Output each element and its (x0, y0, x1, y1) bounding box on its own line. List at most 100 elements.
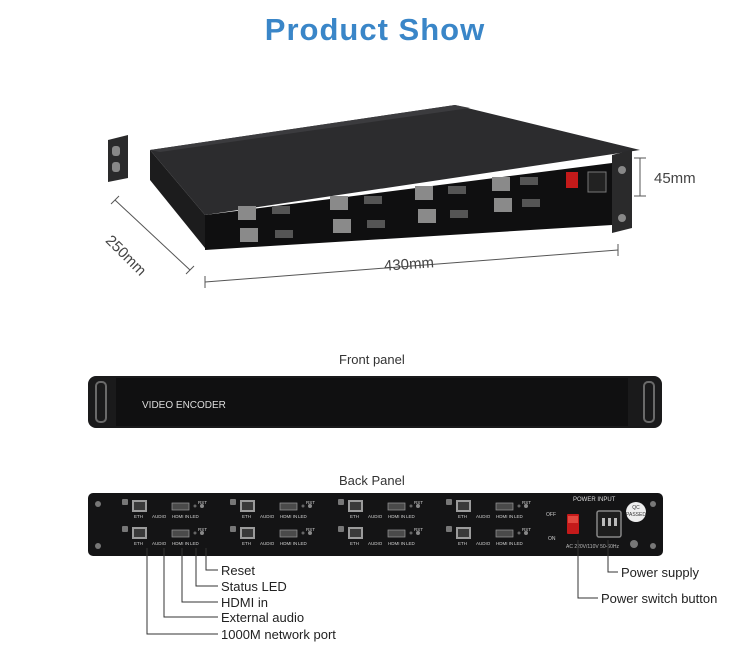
hdmi-label: HDMI IN (172, 514, 189, 519)
back-panel-label: Back Panel (339, 473, 405, 488)
page-title: Product Show (264, 12, 486, 47)
ethernet-port-socket (134, 502, 145, 510)
led-label: LED (406, 514, 416, 519)
reset-button (524, 531, 528, 535)
reset-button (200, 504, 204, 508)
audio-jack (122, 526, 128, 532)
eth-label: ETH (242, 514, 251, 519)
chassis-side (150, 150, 205, 248)
rst-label: RST (414, 500, 423, 505)
audio-label: AUDIO (476, 541, 491, 546)
ethernet-port-socket (458, 502, 469, 510)
power-socket-pin (608, 518, 611, 526)
hdmi-label: HDMI IN (280, 514, 297, 519)
hdmi-label: HDMI IN (172, 541, 189, 546)
audio-jack (446, 499, 452, 505)
reset-button (308, 504, 312, 508)
rst-label: RST (414, 527, 423, 532)
height-label: 45mm (654, 170, 696, 187)
eth-label: ETH (350, 541, 359, 546)
reset-button (200, 531, 204, 535)
led-label: LED (298, 541, 308, 546)
status-led (517, 531, 521, 535)
reset-button (416, 504, 420, 508)
status-led (517, 504, 521, 508)
hdmi-port (279, 529, 298, 538)
hdmi-port (387, 529, 406, 538)
hdmi-port (495, 529, 514, 538)
led-label: LED (190, 541, 200, 546)
power-switch-iso (566, 172, 578, 188)
rst-label: RST (522, 527, 531, 532)
hdmi-label: HDMI IN (388, 514, 405, 519)
ethernet-port-socket (242, 502, 253, 510)
reset-button (416, 531, 420, 535)
callout-power-supply: Power supply (621, 565, 700, 580)
rst-label: RST (306, 527, 315, 532)
power-socket-pin (614, 518, 617, 526)
eth-label: ETH (458, 541, 467, 546)
ground-screw (630, 540, 638, 548)
audio-label: AUDIO (260, 514, 275, 519)
back-panel (88, 493, 663, 556)
audio-jack (122, 499, 128, 505)
status-led (193, 531, 197, 535)
callout-power-switch: Power switch button (601, 591, 718, 606)
hdmi-port (387, 502, 406, 511)
eth-label: ETH (458, 514, 467, 519)
callout-network-port: 1000M network port (221, 627, 336, 642)
ethernet-port-socket (350, 529, 361, 537)
audio-label: AUDIO (368, 514, 383, 519)
power-rating: AC 220V/110V 50-60Hz (566, 544, 619, 550)
hdmi-port (171, 529, 190, 538)
audio-jack (230, 526, 236, 532)
callout-reset: Reset (221, 563, 255, 578)
ethernet-port-socket (134, 529, 145, 537)
eth-label: ETH (242, 541, 251, 546)
audio-label: AUDIO (476, 514, 491, 519)
power-input-label: POWER INPUT (573, 497, 616, 503)
switch-on-label: ON (548, 536, 556, 542)
callout-status-led: Status LED (221, 579, 287, 594)
ethernet-port-socket (242, 529, 253, 537)
audio-jack (338, 526, 344, 532)
reset-button (308, 531, 312, 535)
rst-label: RST (198, 527, 207, 532)
chassis-back-face (205, 163, 612, 250)
power-switch-highlight (568, 516, 578, 523)
audio-label: AUDIO (152, 541, 167, 546)
eth-label: ETH (134, 541, 143, 546)
hdmi-port (171, 502, 190, 511)
rst-label: RST (306, 500, 315, 505)
hdmi-label: HDMI IN (496, 541, 513, 546)
hdmi-label: HDMI IN (388, 541, 405, 546)
power-socket-pin (602, 518, 605, 526)
rack-ear-right (612, 150, 632, 233)
hdmi-label: HDMI IN (280, 541, 297, 546)
audio-label: AUDIO (260, 541, 275, 546)
status-led (193, 504, 197, 508)
eth-label: ETH (350, 514, 359, 519)
status-led (301, 504, 305, 508)
status-led (301, 531, 305, 535)
front-panel-text: VIDEO ENCODER (142, 400, 226, 411)
callout-external-audio: External audio (221, 610, 305, 625)
callout-hdmi-in: HDMI in (221, 595, 268, 610)
hdmi-label: HDMI IN (496, 514, 513, 519)
audio-label: AUDIO (368, 541, 383, 546)
reset-button (524, 504, 528, 508)
led-label: LED (514, 541, 524, 546)
qc-badge: QC PASSED (626, 502, 646, 522)
rst-label: RST (198, 500, 207, 505)
audio-label: AUDIO (152, 514, 167, 519)
status-led (409, 504, 413, 508)
audio-jack (338, 499, 344, 505)
switch-off-label: OFF (546, 512, 556, 518)
audio-jack (446, 526, 452, 532)
status-led (409, 531, 413, 535)
eth-label: ETH (134, 514, 143, 519)
led-label: LED (298, 514, 308, 519)
